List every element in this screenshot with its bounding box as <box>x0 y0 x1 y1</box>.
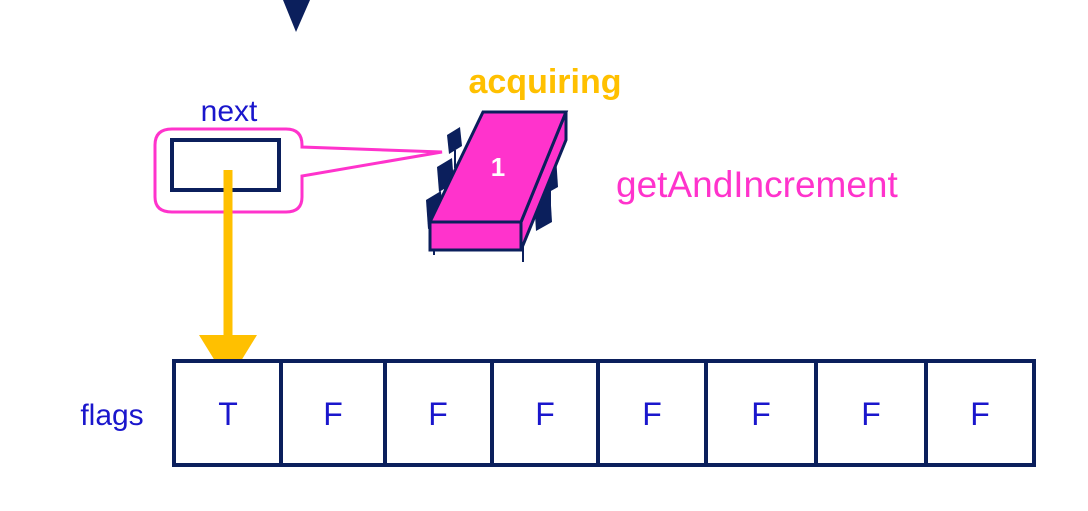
flag-cell-value: T <box>218 396 238 432</box>
next-label: next <box>201 95 258 128</box>
flag-cell-value: F <box>642 396 662 432</box>
next-pointer-arrow-head <box>199 335 257 382</box>
flags-array-border <box>172 359 1036 467</box>
cropped-title-glyph <box>283 0 310 32</box>
flags-cells: T F F F F F F F <box>218 361 990 465</box>
flag-cell-value: F <box>861 396 881 432</box>
flags-array: T F F F F F F F <box>172 359 1036 467</box>
flag-cell-value: F <box>751 396 771 432</box>
flag-cell-value: F <box>535 396 555 432</box>
acquiring-label: acquiring <box>468 63 621 101</box>
flag-cell-value: F <box>323 396 343 432</box>
chip-number: 1 <box>491 152 505 182</box>
method-label: getAndIncrement <box>616 164 899 205</box>
chip-icon: 1 <box>426 110 569 262</box>
flags-label: flags <box>80 399 143 432</box>
flag-cell-value: F <box>970 396 990 432</box>
flag-cell-value: F <box>428 396 448 432</box>
